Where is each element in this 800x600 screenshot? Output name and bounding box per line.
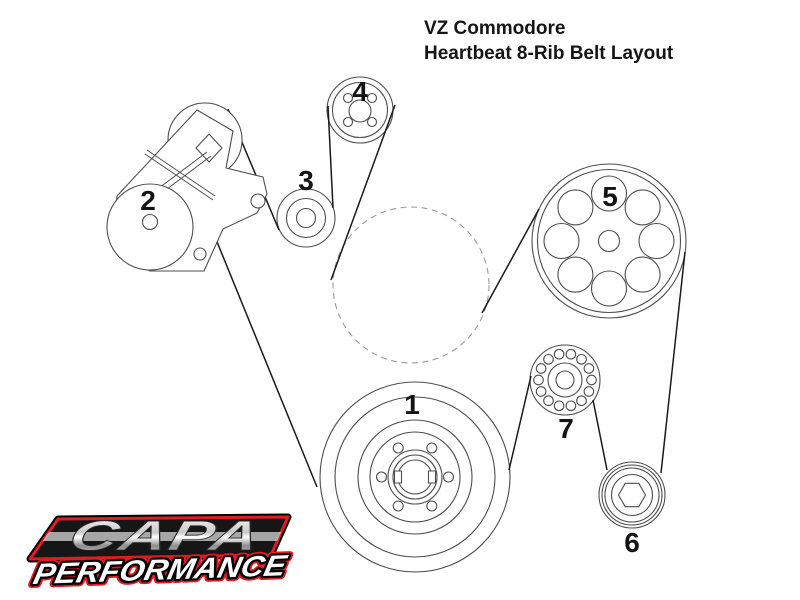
tensioner-hub-hole [141, 213, 159, 231]
diagram-title: VZ Commodore Heartbeat 8-Rib Belt Layout [424, 16, 673, 66]
keyway-notch [427, 470, 437, 484]
hidden-pulley-dashed-circle [332, 206, 490, 364]
hex-bolt-head [617, 482, 647, 508]
belt-line [330, 104, 396, 281]
diagram-title-line2: Heartbeat 8-Rib Belt Layout [424, 43, 674, 64]
pulley-1 [319, 381, 511, 573]
bracket-bolt-hole [250, 193, 266, 209]
pulley-labels: 1 2 3 4 5 6 7 [140, 76, 640, 558]
pulley-3-label: 3 [298, 165, 314, 196]
pulley-1-label: 1 [404, 389, 420, 420]
belt-line [660, 251, 686, 474]
belt-line [481, 208, 540, 314]
pulley-5-label: 5 [602, 181, 618, 212]
pulley-2-tensioner [106, 102, 268, 272]
pulley-4-label: 4 [352, 76, 368, 107]
pulley-7 [529, 344, 601, 416]
pulley-5 [531, 163, 687, 319]
logo-chrome-stripe [30, 532, 288, 541]
pulley-6 [598, 461, 666, 529]
pulley-4 [326, 76, 394, 144]
logo-banner: CAPA [26, 512, 292, 563]
pulley-7-label: 7 [558, 413, 574, 444]
capa-performance-logo: CAPA PERFORMANCE PERFORMANCE PERFORMANCE [26, 512, 295, 595]
pulley-3 [276, 188, 336, 248]
belt-line [592, 399, 608, 471]
logo-brand-text: CAPA [65, 513, 267, 560]
belt-line [327, 105, 334, 209]
pulley-6-label: 6 [624, 527, 640, 558]
belt-line [212, 231, 318, 488]
belt-line [508, 375, 532, 471]
pulley-2-label: 2 [140, 185, 156, 216]
keyway-notch [393, 470, 403, 484]
diagram-title-line1: VZ Commodore [424, 18, 566, 39]
bracket-bolt-hole [193, 247, 207, 261]
